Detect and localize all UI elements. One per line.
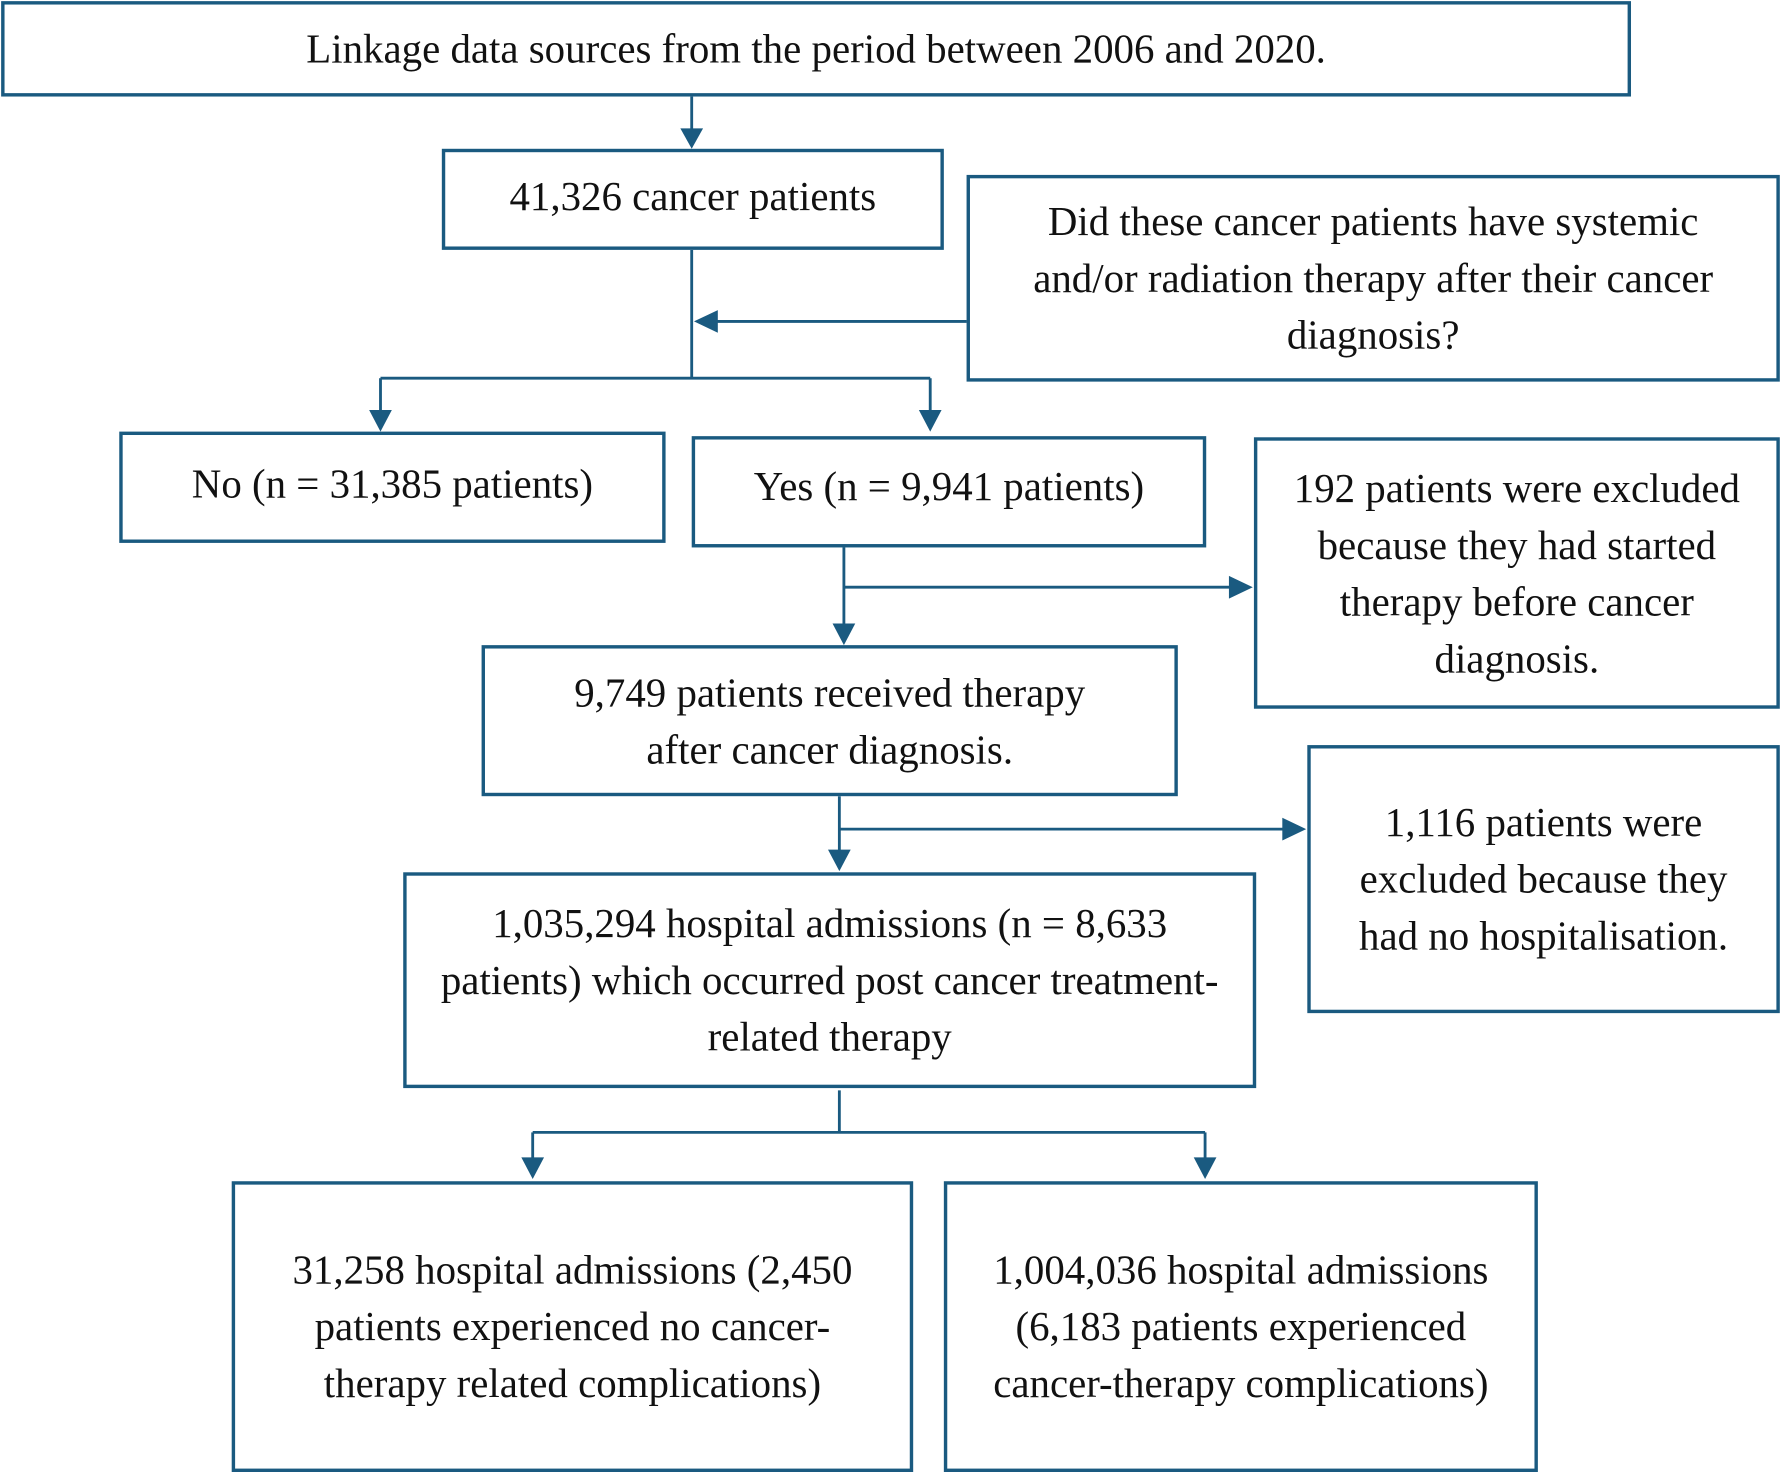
- arrowhead-yes: [918, 410, 942, 432]
- excluded-before-diagnosis-box: 192 patients were excluded because they …: [1253, 437, 1780, 709]
- received-therapy-box: 9,749 patients received therapy after ca…: [481, 645, 1178, 797]
- arrowhead-received: [832, 623, 856, 646]
- no-branch-text: No (n = 31,385 patients): [191, 461, 594, 507]
- arrowhead-no: [369, 410, 392, 432]
- source-box: Linkage data sources from the period bet…: [1, 1, 1632, 97]
- cancer-patients-box: 41,326 cancer patients: [441, 148, 944, 250]
- arrowhead-to-patients: [680, 128, 704, 149]
- arrowhead-excluded-192: [1228, 575, 1253, 599]
- arrowhead-complications: [1193, 1157, 1217, 1179]
- yes-branch-box: Yes (n = 9,941 patients): [691, 436, 1207, 548]
- yes-branch-text: Yes (n = 9,941 patients): [753, 463, 1145, 509]
- hospital-admissions-text: 1,035,294 hospital admissions (n = 8,633…: [440, 900, 1219, 1060]
- received-therapy-text: 9,749 patients received therapy after ca…: [574, 669, 1086, 772]
- cancer-patients-text: 41,326 cancer patients: [509, 173, 877, 220]
- arrowhead-excluded-1116: [1282, 817, 1307, 841]
- arrowhead-question: [693, 310, 718, 333]
- source-text: Linkage data sources from the period bet…: [306, 26, 1326, 72]
- excluded-before-diagnosis-text: 192 patients were excluded because they …: [1293, 465, 1740, 681]
- arrowhead-admissions: [827, 849, 851, 872]
- excluded-no-hospitalisation-box: 1,116 patients were excluded because the…: [1307, 745, 1780, 1014]
- complications-text: 1,004,036 hospital admissions (6,183 pat…: [993, 1247, 1489, 1407]
- complications-box: 1,004,036 hospital admissions (6,183 pat…: [943, 1181, 1538, 1472]
- no-complications-box: 31,258 hospital admissions (2,450 patien…: [231, 1181, 914, 1472]
- excluded-no-hospitalisation-text: 1,116 patients were excluded because the…: [1359, 799, 1729, 959]
- hospital-admissions-box: 1,035,294 hospital admissions (n = 8,633…: [403, 872, 1257, 1089]
- question-box: Did these cancer patients have systemic …: [966, 174, 1780, 382]
- no-branch-box: No (n = 31,385 patients): [119, 431, 666, 543]
- question-text: Did these cancer patients have systemic …: [1033, 198, 1714, 358]
- arrowhead-no-complications: [521, 1157, 545, 1179]
- no-complications-text: 31,258 hospital admissions (2,450 patien…: [292, 1247, 853, 1407]
